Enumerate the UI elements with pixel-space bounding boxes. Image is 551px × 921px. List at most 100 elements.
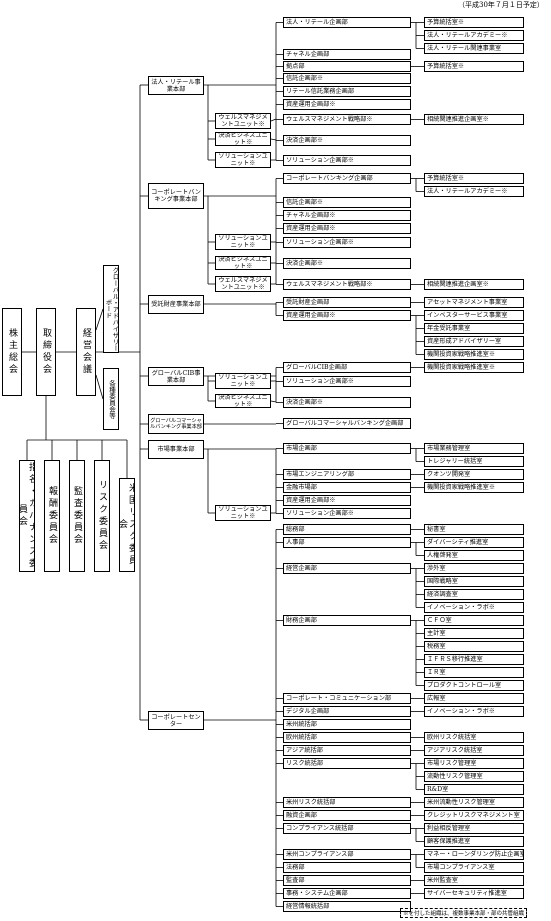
office-box: 相続関連推進企画室※: [424, 114, 524, 125]
dept-box: ソリューション企画部※: [283, 508, 411, 519]
dept-box: 融資企画部: [283, 810, 411, 821]
office-box: トレジャリー統括室: [424, 456, 524, 467]
office-box: 欧州リスク統括室: [424, 732, 524, 743]
connector: [95, 374, 104, 400]
office-box: 予算統括室※: [424, 17, 524, 28]
office-box: 資産形成アドバイザリー室: [424, 336, 524, 347]
hq-trust: 受託財産事業本部: [148, 295, 204, 314]
dept-box: 人事部: [283, 537, 411, 548]
dept-box: グローバルコマーシャルバンキング企画部: [283, 418, 411, 429]
office-box: 国際戦略室: [424, 576, 524, 587]
office-box: 広報室: [424, 693, 524, 704]
dept-box: ソリューション企画部※: [283, 376, 411, 387]
connector: [270, 138, 277, 141]
hq-corporate-center: コーポレートセンター: [148, 711, 204, 730]
unit-solution-market: ソリューションユニット※: [215, 505, 271, 521]
committee-risk: リスク委員会: [94, 460, 110, 572]
unit-settlement-gcib: 決済ビジネスユニット※: [215, 394, 271, 408]
office-box: 主計室: [424, 628, 524, 639]
dept-box: 決済企画部※: [283, 258, 411, 269]
date-note: （平成30年７月１日予定）: [458, 1, 544, 9]
office-box: 税務室: [424, 641, 524, 652]
dept-box: グローバルCIB企画部: [283, 362, 411, 373]
office-box: イノベーション・ラボ※: [424, 602, 524, 613]
office-box: 機関投資家戦略推進室※: [424, 362, 524, 373]
dept-box: 法人・リテール企画部: [283, 17, 411, 28]
office-box: アセットマネジメント事業室: [424, 297, 524, 308]
unit-wealth-corp: ウェルスマネジメントユニット※: [215, 276, 271, 292]
committee-nomination: 指名・ガバナンス委員会: [19, 460, 35, 572]
office-box: イノベーション・ラボ※: [424, 706, 524, 717]
office-box: 法人・リテールアカデミー※: [424, 186, 524, 197]
dept-box: コンプライアンス統括部: [283, 823, 411, 834]
office-box: 市場コンプライアンス室: [424, 862, 524, 873]
dept-box: コーポレート・コミュニケーション部: [283, 693, 411, 704]
office-box: R&D室: [424, 784, 524, 795]
office-box: アジアリスク統括室: [424, 745, 524, 756]
dept-box: 財務企画部: [283, 615, 411, 626]
dept-box: リテール信託業務企画部: [283, 86, 411, 97]
office-box: プロダクトコントロール室: [424, 680, 524, 691]
office-box: サイバーセキュリティ推進室: [424, 888, 524, 899]
dept-box: コーポレートバンキング企画部: [283, 173, 411, 184]
office-box: 利益相反管理室: [424, 823, 524, 834]
dept-box: 市場企画部: [283, 443, 411, 454]
office-box: マネー・ローンダリング防止企画室: [424, 849, 524, 860]
management-meeting-box: 経営会議: [76, 308, 96, 396]
dept-box: 監査部: [283, 875, 411, 886]
dept-box: 資産運用企画部※: [283, 495, 411, 506]
committees-misc-box: 各種委員会等: [103, 368, 119, 430]
office-box: 年金受託事業室: [424, 323, 524, 334]
dept-box: 経営企画部: [283, 563, 411, 574]
connector: [270, 118, 277, 122]
dept-box: ソリューション企画部※: [283, 237, 411, 248]
office-box: 機関投資家戦略推進室※: [424, 349, 524, 360]
office-box: 予算統括室※: [424, 173, 524, 184]
office-box: 渉外室: [424, 563, 524, 574]
dept-box: 事務・システム企画部: [283, 888, 411, 899]
hq-retail: 法人・リテール事業本部: [148, 76, 204, 95]
office-box: ＩＦＲＳ移行推進室: [424, 654, 524, 665]
dept-box: デジタル企画部: [283, 706, 411, 717]
advisory-board-box: グローバル・アドバイザリーボード: [103, 265, 119, 353]
office-box: 相続関連推進企画室※: [424, 279, 524, 290]
dept-box: ウェルスマネジメント戦略部※: [283, 279, 411, 290]
hq-corporate: コーポレートバンキング事業本部: [148, 183, 204, 209]
committee-audit: 監査委員会: [69, 460, 85, 572]
unit-solution-corp: ソリューションユニット※: [215, 234, 271, 250]
dept-box: 信託企画部※: [283, 197, 411, 208]
hq-gcb: グローバルコマーシャルバンキング事業本部: [148, 414, 204, 434]
office-box: 法人・リテールアカデミー※: [424, 30, 524, 41]
hq-market: 市場事業本部: [148, 440, 204, 459]
dept-box: ソリューション企画部※: [283, 155, 411, 166]
office-box: クレジットリスクマネジメント室: [424, 810, 524, 821]
office-box: ダイバーシティ推進室: [424, 537, 524, 548]
office-box: インベスターサービス事業室: [424, 310, 524, 321]
office-box: クオンツ開発室: [424, 469, 524, 480]
office-box: 法人・リテール関連事業室: [424, 43, 524, 54]
unit-solution-gcib: ソリューションユニット※: [215, 373, 271, 389]
dept-box: 市場エンジニアリング部: [283, 469, 411, 480]
dept-box: 法務部: [283, 862, 411, 873]
office-box: 顧客保護推進室: [424, 836, 524, 847]
office-box: 機関投資家戦略推進室※: [424, 482, 524, 493]
dept-box: 米州統括部: [283, 719, 411, 730]
office-box: 米州流動性リスク管理室: [424, 797, 524, 808]
dept-box: アジア統括部: [283, 745, 411, 756]
dept-box: 受託財産企画部: [283, 297, 411, 308]
connector: [270, 400, 277, 403]
dept-box: ウェルスマネジメント戦略部※: [283, 114, 411, 125]
office-box: 経済調査室: [424, 589, 524, 600]
dept-box: 決済企画部※: [283, 135, 411, 146]
unit-settlement-retail: 決済ビジネスユニット※: [215, 132, 271, 146]
hq-gcib: グローバルCIB事業本部: [148, 367, 204, 386]
dept-box: 米州コンプライアンス部: [283, 849, 411, 860]
dept-box: 欧州統括部: [283, 732, 411, 743]
dept-box: 米州リスク統括部: [283, 797, 411, 808]
office-box: 秘書室: [424, 524, 524, 535]
board-box: 取締役会: [36, 308, 56, 396]
connector: [95, 308, 104, 331]
dept-box: 金融市場部: [283, 482, 411, 493]
office-box: 流動性リスク管理室: [424, 771, 524, 782]
